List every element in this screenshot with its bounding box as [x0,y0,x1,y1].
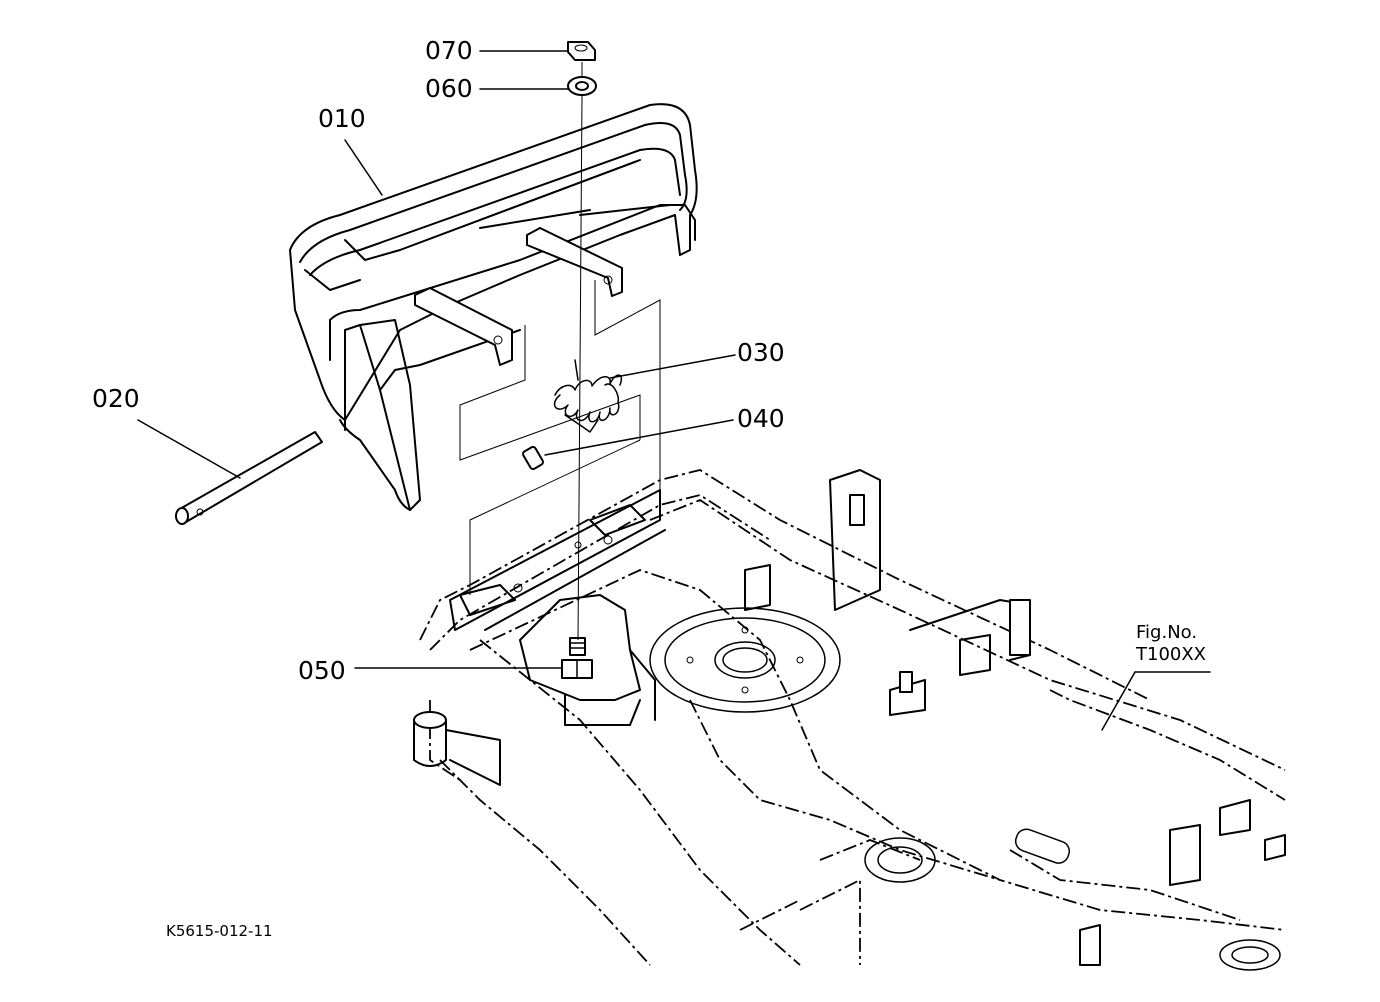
bolt [561,637,593,679]
callout-070: 070 [425,36,473,65]
pivot-shaft [175,431,323,525]
leader-lines [137,50,1211,731]
chassis-brackets [744,469,1286,971]
assembly-axis-line [577,62,583,641]
figure-number: Fig.No. T100XX [1136,622,1206,665]
pin [522,445,544,471]
spring [553,359,622,433]
seat [289,103,698,511]
callout-020: 020 [92,384,140,413]
callout-030: 030 [737,338,785,367]
callout-060: 060 [425,74,473,103]
nut-and-washer [567,41,597,96]
figure-number-label: Fig.No. [1136,622,1198,643]
figure-number-value: T100XX [1136,643,1207,665]
chassis-frame [419,469,1286,966]
drawing-code: K5615-012-11 [166,922,273,940]
mount-bracket [519,594,656,726]
callout-040: 040 [737,404,785,433]
seat-mount-plate [449,489,666,631]
chassis-post [413,711,501,786]
callout-050: 050 [298,656,346,685]
seat-hinge-brackets [414,227,623,366]
callout-010: 010 [318,104,366,133]
detail-boxes [459,280,661,595]
